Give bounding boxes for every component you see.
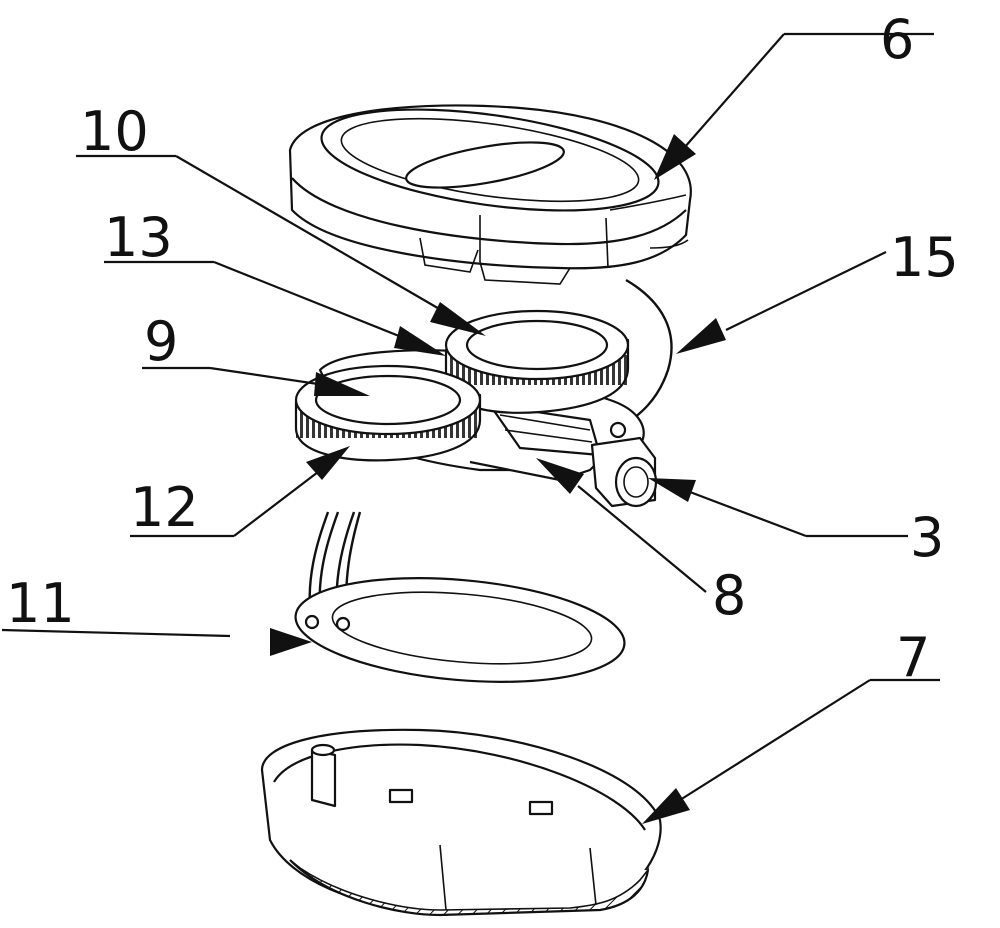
front-gear-ring-part: [294, 364, 482, 462]
rear-gear-ring-part: [444, 309, 630, 414]
label-3: 3: [910, 506, 944, 569]
label-12: 12: [130, 476, 199, 539]
leader-12: [130, 446, 350, 538]
leader-8: [536, 458, 707, 593]
top-cover-part: [288, 104, 692, 285]
leader-9: [142, 366, 370, 396]
leader-15: [676, 251, 887, 354]
wire-part: [619, 278, 673, 430]
label-10: 10: [80, 100, 149, 163]
connector-part: [590, 421, 658, 508]
flat-ring-part: [294, 511, 626, 683]
leader-6: [654, 32, 934, 180]
label-13: 13: [104, 206, 173, 269]
label-8: 8: [712, 564, 746, 627]
bottom-case-part: [260, 728, 662, 917]
label-6: 6: [880, 8, 914, 71]
label-15: 15: [890, 226, 959, 289]
leader-10: [76, 154, 486, 336]
leader-7: [642, 678, 940, 824]
label-7: 7: [896, 626, 930, 689]
leader-3: [648, 478, 908, 538]
label-9: 9: [144, 310, 178, 373]
leader-13: [104, 260, 446, 356]
label-11: 11: [6, 572, 75, 635]
leader-11: [1, 628, 312, 656]
